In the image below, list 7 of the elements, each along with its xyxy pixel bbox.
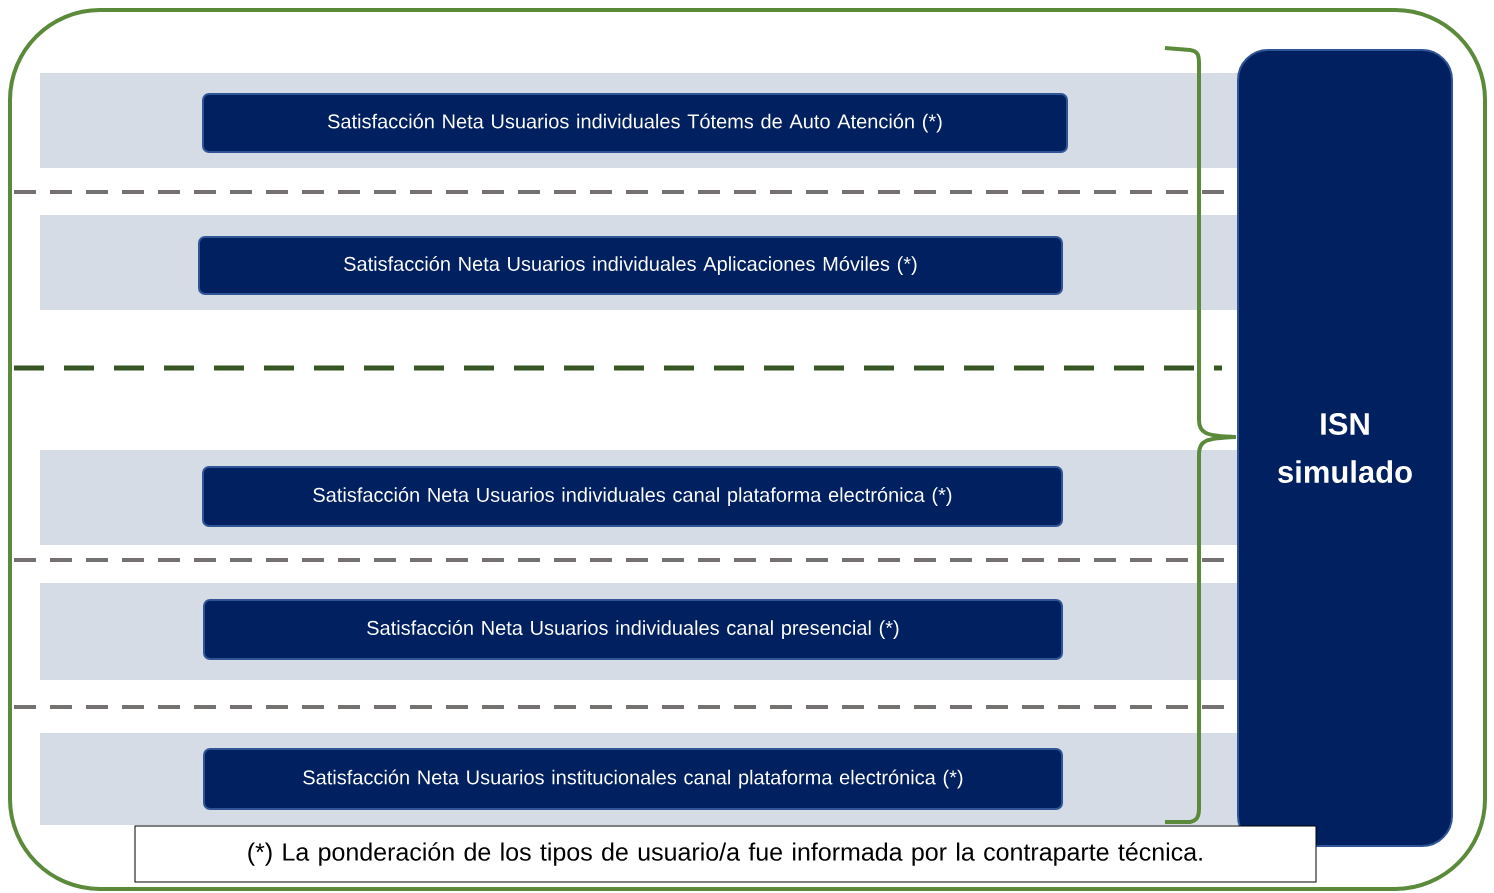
result-box: ISN simulado xyxy=(1237,49,1453,847)
process-box: Satisfacción Neta Usuarios individuales Aplicaciones Móviles (*) xyxy=(198,236,1063,295)
footnote-box: (*) La ponderación de los tipos de usuario/a fue informada por la contraparte técnica. xyxy=(134,825,1317,883)
process-box: Satisfacción Neta Usuarios individuales canal plataforma electrónica (*) xyxy=(202,466,1063,527)
process-box: Satisfacción Neta Usuarios individuales Tótems de Auto Atención (*) xyxy=(202,93,1068,153)
process-box: Satisfacción Neta Usuarios institucionales canal plataforma electrónica (*) xyxy=(203,748,1063,810)
process-box: Satisfacción Neta Usuarios individuales canal presencial (*) xyxy=(203,599,1063,660)
